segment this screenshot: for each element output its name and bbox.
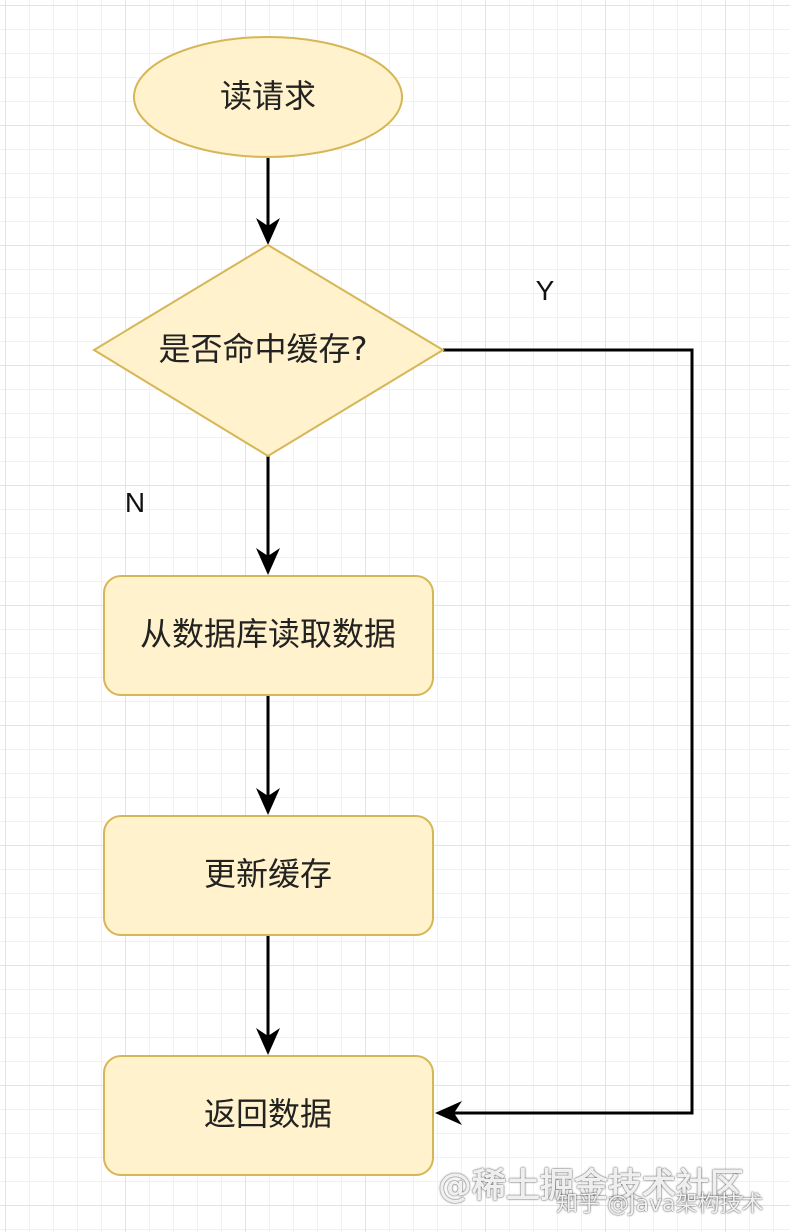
- node-update-cache[interactable]: 更新缓存: [103, 815, 434, 936]
- node-update-cache-label: 更新缓存: [204, 855, 332, 893]
- node-read-db-shape: [103, 575, 434, 696]
- node-decision[interactable]: 是否命中缓存?: [92, 243, 445, 458]
- arrowhead-decision-to-read-db: [256, 548, 280, 575]
- node-read-db-label: 从数据库读取数据: [140, 615, 396, 653]
- arrowhead-update-cache-to-return-data: [256, 1028, 280, 1055]
- edge-label-yes: Y: [536, 275, 555, 306]
- arrowhead-decision-to-return-data: [435, 1101, 462, 1125]
- watermark-main: @稀土掘金技术社区: [438, 1166, 744, 1206]
- edges: [256, 157, 694, 1125]
- edge-label-no: N: [125, 487, 145, 518]
- node-return-data-shape: [103, 1055, 434, 1176]
- watermark-sub: 知乎 @Java架构技术: [556, 1192, 764, 1217]
- node-decision-label: 是否命中缓存?: [159, 330, 368, 368]
- node-start-shape: [133, 36, 403, 158]
- node-update-cache-shape: [103, 815, 434, 936]
- node-return-data[interactable]: 返回数据: [103, 1055, 434, 1176]
- node-start[interactable]: 读请求: [133, 36, 403, 158]
- node-start-label: 读请求: [220, 77, 316, 115]
- edge-decision-to-return-data: [443, 348, 694, 1115]
- arrowhead-read-db-to-update-cache: [256, 788, 280, 815]
- arrowhead-start-to-decision: [256, 218, 280, 245]
- node-return-data-label: 返回数据: [204, 1095, 332, 1133]
- node-read-db[interactable]: 从数据库读取数据: [103, 575, 434, 696]
- node-decision-shape: [92, 243, 445, 458]
